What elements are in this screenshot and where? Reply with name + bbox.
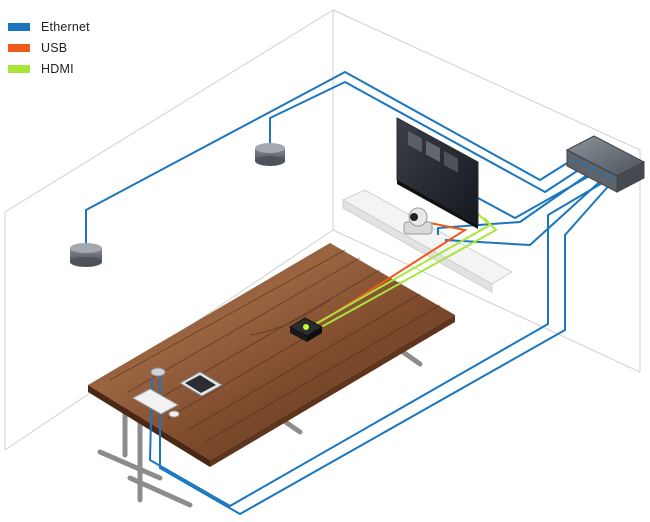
legend-item-usb: USB	[8, 37, 90, 58]
legend-label-usb: USB	[41, 40, 68, 55]
legend-item-hdmi: HDMI	[8, 58, 90, 79]
ethernet-cables	[85, 71, 617, 515]
ethernet-cable-table	[159, 181, 613, 515]
legend-label-hdmi: HDMI	[41, 61, 74, 76]
network-switch	[565, 135, 646, 193]
hdmi-swatch	[8, 64, 30, 73]
ceiling-microphone-left	[70, 243, 102, 267]
ethernet-cable-switch-right	[437, 163, 604, 235]
ethernet-swatch	[8, 22, 30, 31]
usb-swatch	[8, 43, 30, 52]
legend-label-ethernet: Ethernet	[41, 19, 90, 34]
display	[396, 117, 479, 229]
camera	[403, 207, 433, 235]
credenza	[341, 189, 513, 293]
tablet	[178, 371, 224, 397]
ethernet-cable-display	[477, 169, 601, 219]
compute-hub	[288, 317, 324, 342]
legend: Ethernet USB HDMI	[8, 16, 90, 79]
ethernet-cable-mic-left	[85, 71, 589, 248]
hdmi-cables	[311, 213, 498, 331]
table-microphone	[150, 367, 166, 377]
keyboard	[131, 388, 180, 418]
legend-item-ethernet: Ethernet	[8, 16, 90, 37]
ethernet-cable-mic-right	[269, 81, 595, 193]
ceiling-microphone-right	[255, 143, 285, 166]
ethernet-cable-hub	[149, 174, 617, 507]
usb-cable	[307, 221, 468, 331]
